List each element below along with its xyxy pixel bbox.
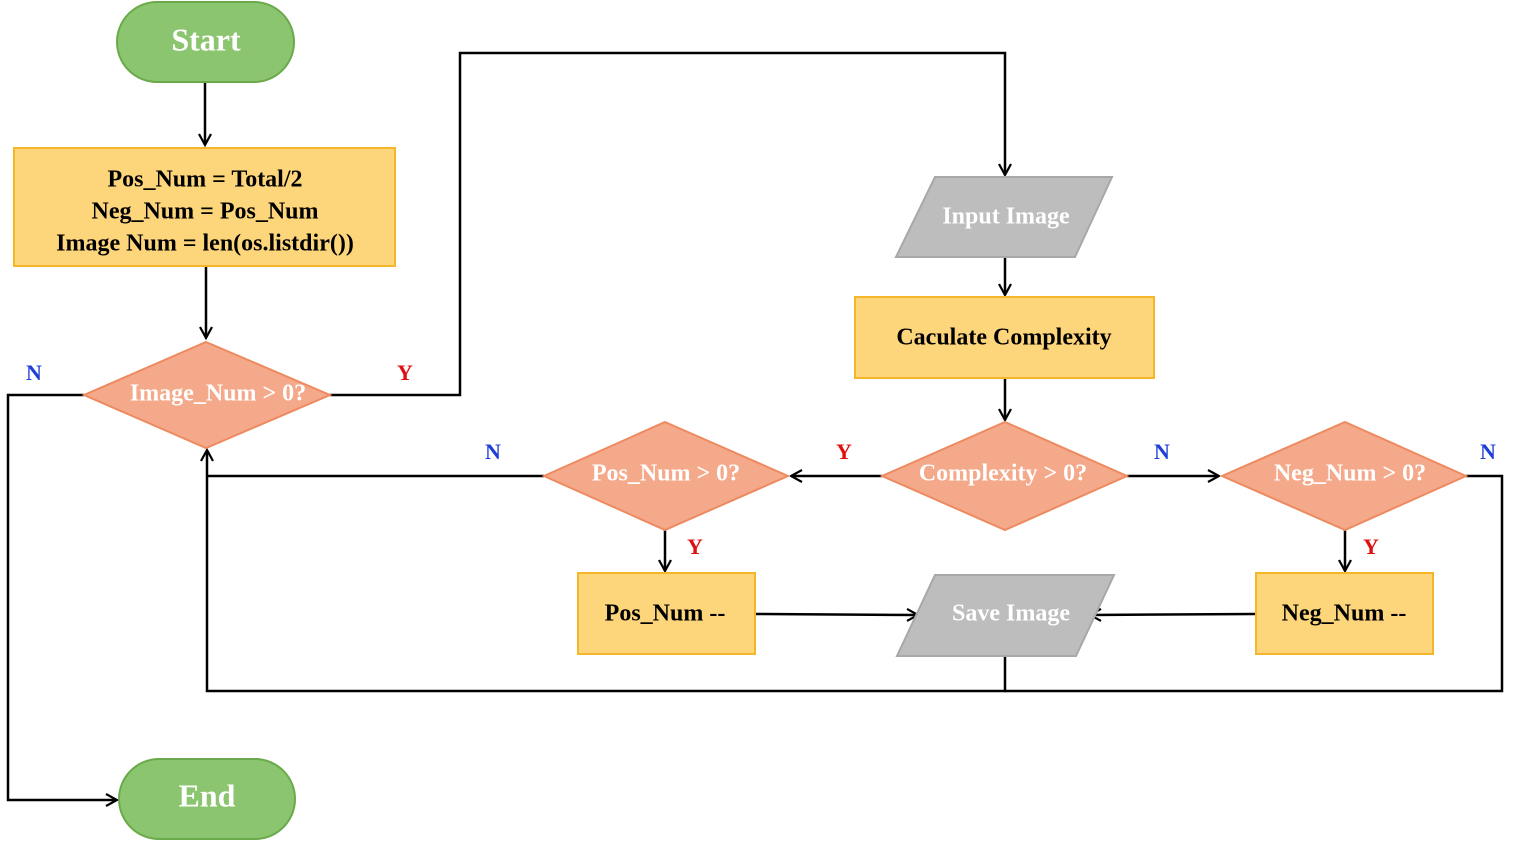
init-line-1: Pos_Num = Total/2 [107, 167, 302, 193]
init-process: Pos_Num = Total/2 Neg_Num = Pos_Num Imag… [13, 147, 396, 267]
image-no-label: N [26, 360, 42, 385]
calculate-complexity-process: Caculate Complexity [854, 296, 1155, 379]
input-image-label: Input Image [942, 204, 1070, 230]
end-label: End [179, 777, 236, 813]
complexity-no-label: N [1154, 439, 1170, 464]
pos-dec-label: Pos_Num -- [605, 601, 726, 627]
save-image-io: Save Image [895, 574, 1116, 657]
neg-decrement-process: Neg_Num -- [1255, 572, 1434, 655]
neg-check-label: Neg_Num > 0? [1274, 461, 1426, 487]
edge-negdec-to-save [1090, 614, 1256, 615]
image-check-label: Image_Num > 0? [130, 381, 306, 407]
pos-yes-label: Y [687, 534, 703, 559]
pos-no-label: N [485, 439, 501, 464]
image-yes-label: Y [397, 360, 413, 385]
save-image-label: Save Image [952, 601, 1070, 627]
edge-posdec-to-save [755, 614, 918, 615]
edge-neg-no-to-loop [1005, 474, 1504, 693]
neg-num-decision: Neg_Num > 0? [1219, 420, 1469, 532]
connectors [6, 51, 1504, 800]
pos-check-label: Pos_Num > 0? [592, 461, 740, 487]
init-line-3: Image Num = len(os.listdir()) [56, 231, 354, 257]
pos-num-decision: Pos_Num > 0? [541, 420, 791, 532]
complexity-decision: Complexity > 0? [879, 420, 1130, 532]
calc-complexity-label: Caculate Complexity [896, 325, 1111, 351]
complexity-check-label: Complexity > 0? [919, 461, 1087, 487]
neg-no-label: N [1480, 439, 1496, 464]
neg-yes-label: Y [1363, 534, 1379, 559]
init-line-2: Neg_Num = Pos_Num [91, 199, 318, 225]
complexity-yes-label: Y [836, 439, 852, 464]
pos-decrement-process: Pos_Num -- [577, 572, 756, 655]
end-terminal: End [118, 758, 296, 840]
start-label: Start [171, 21, 241, 57]
edge-image-yes-to-input [330, 51, 1005, 397]
input-image-io: Input Image [894, 176, 1114, 258]
start-terminal: Start [116, 1, 295, 83]
neg-dec-label: Neg_Num -- [1282, 601, 1407, 627]
edge-image-no-to-end [6, 393, 117, 800]
image-count-decision: Image_Num > 0? [81, 340, 333, 450]
edge-save-to-loop [207, 450, 1007, 693]
edge-labels: N Y Y N N Y N Y [26, 360, 1496, 559]
